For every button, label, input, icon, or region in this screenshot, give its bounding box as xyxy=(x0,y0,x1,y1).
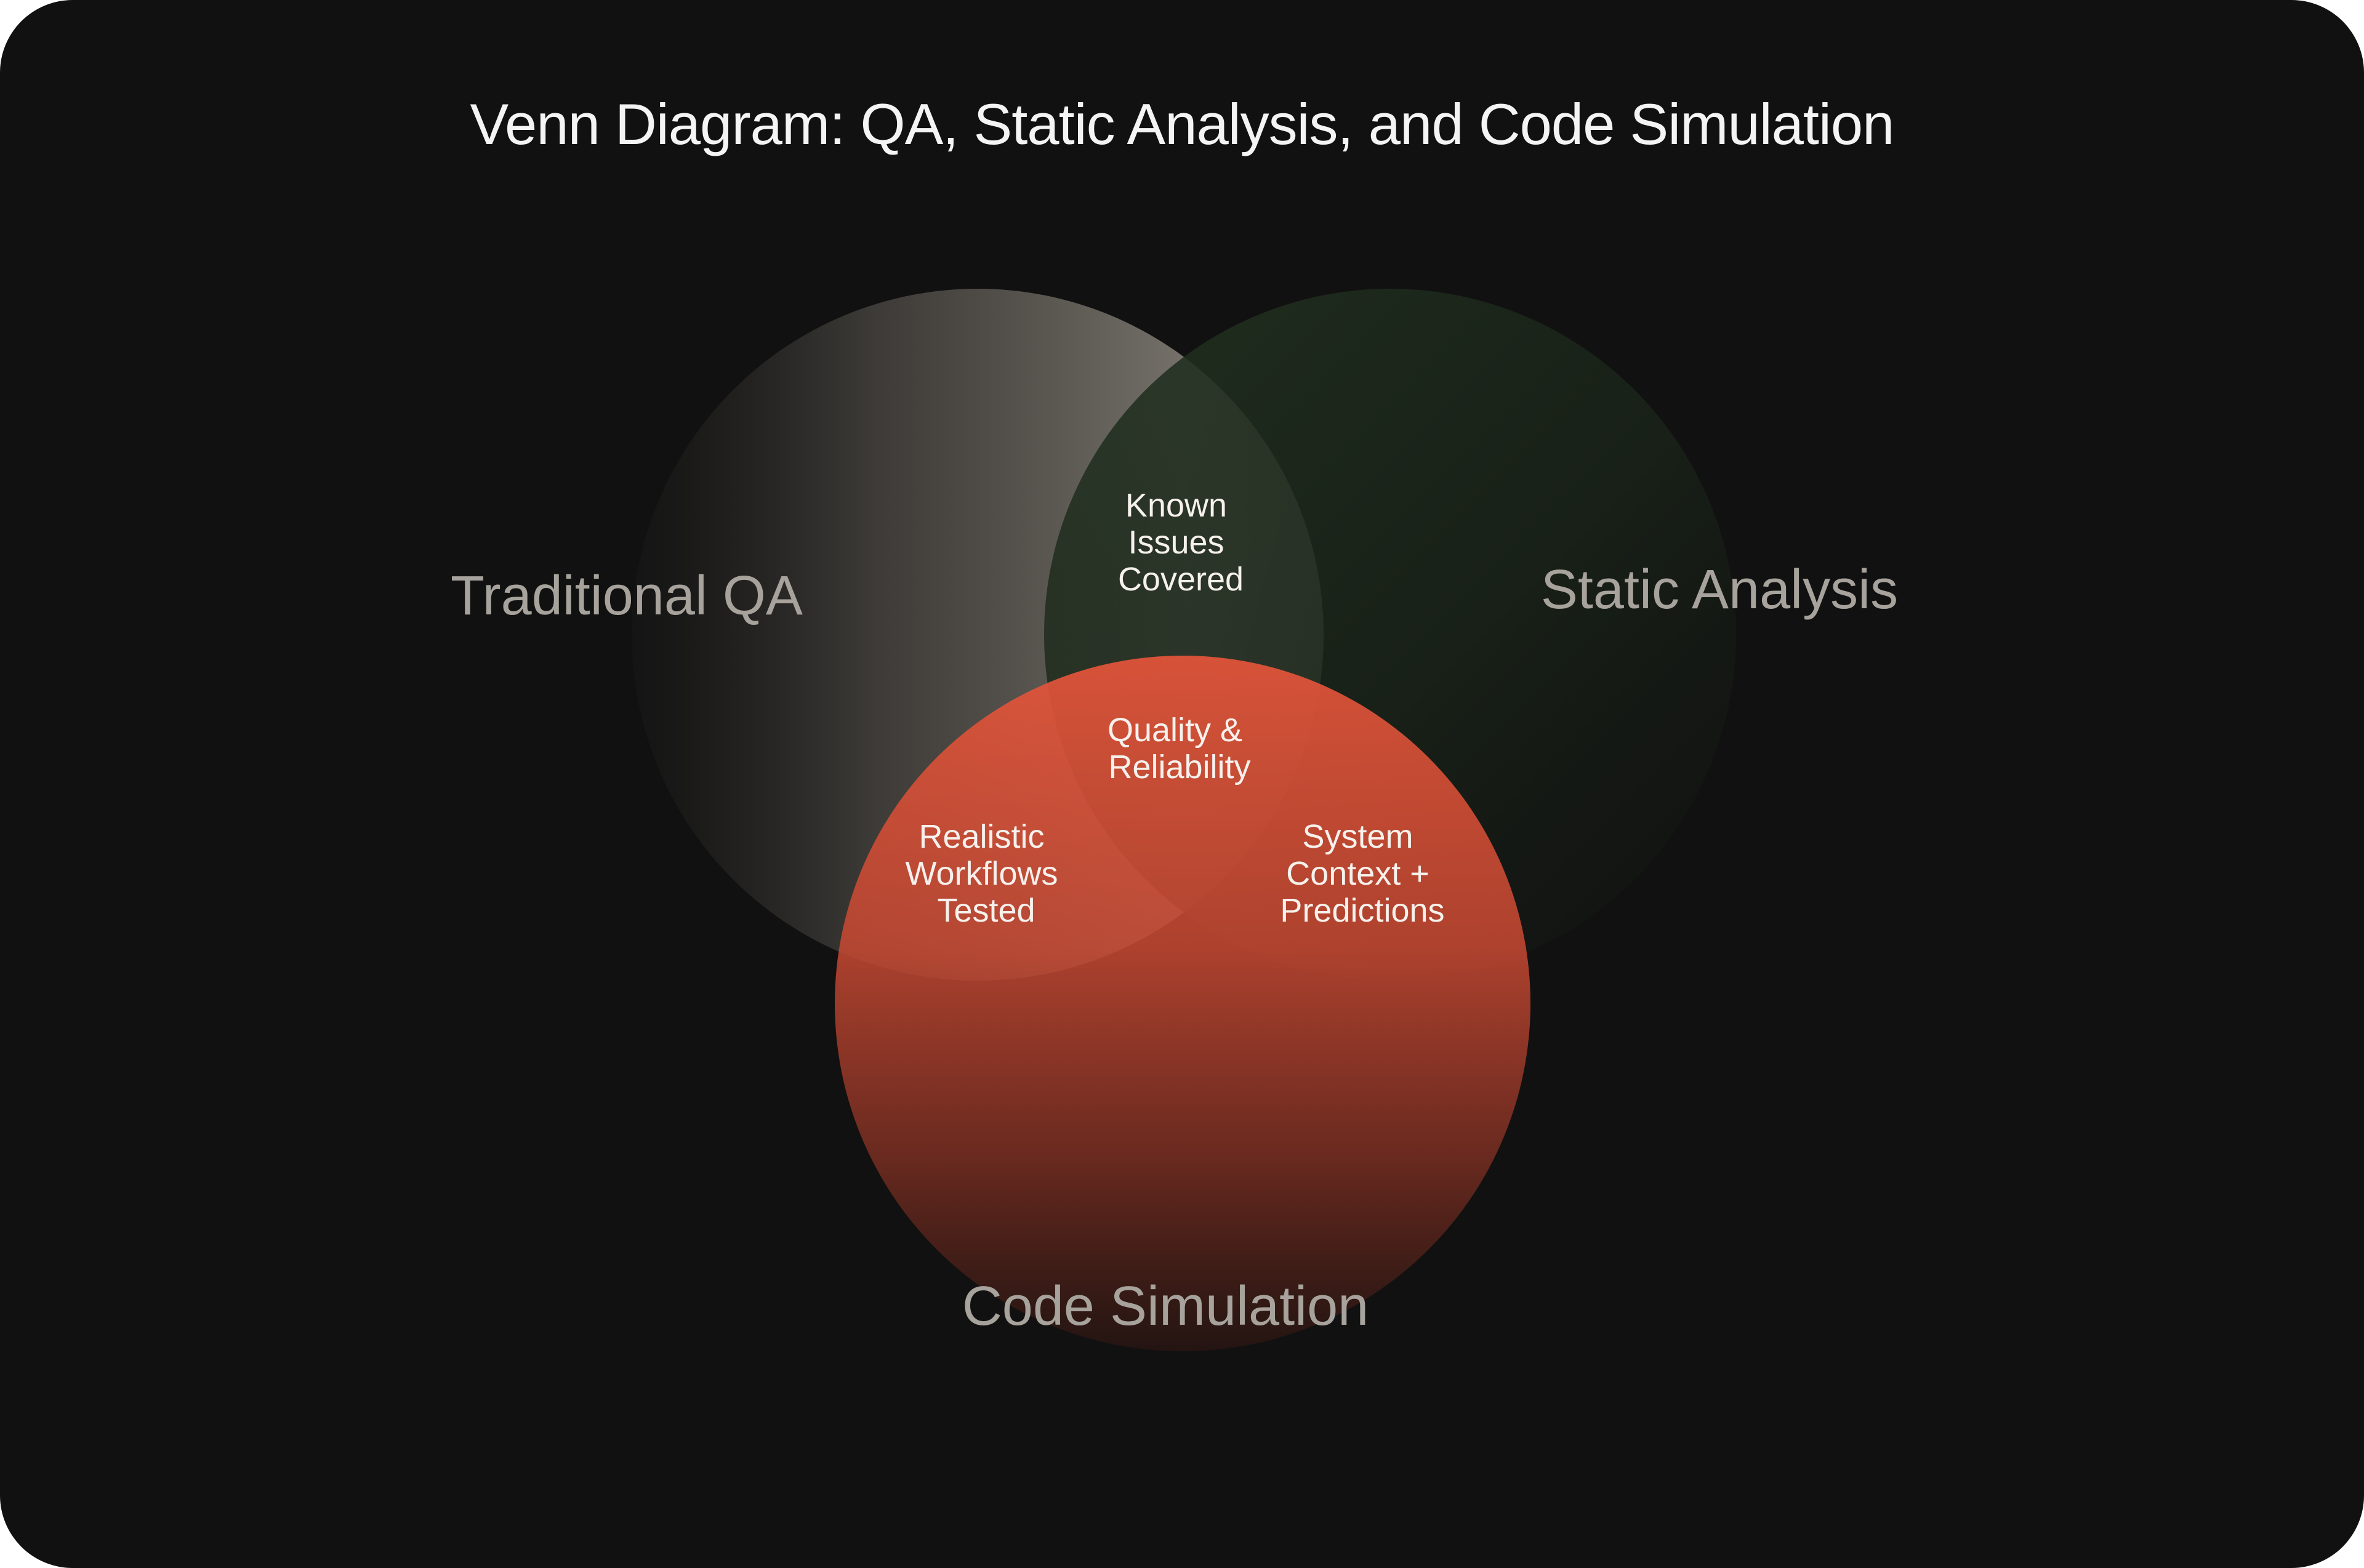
region-quality-reliability: Quality & Reliability xyxy=(1108,712,1252,786)
region-known-issues: Known Issues Covered xyxy=(1118,487,1244,598)
label-static-analysis: Static Analysis xyxy=(1541,559,1898,621)
circle-code-simulation xyxy=(835,656,1530,1351)
diagram-title: Venn Diagram: QA, Static Analysis, and C… xyxy=(470,92,1895,156)
region-realistic-workflows: Realistic Workflows Tested xyxy=(905,818,1067,929)
label-traditional-qa: Traditional QA xyxy=(451,565,803,627)
label-code-simulation: Code Simulation xyxy=(962,1276,1369,1337)
region-system-context: System Context + Predictions xyxy=(1280,818,1444,929)
